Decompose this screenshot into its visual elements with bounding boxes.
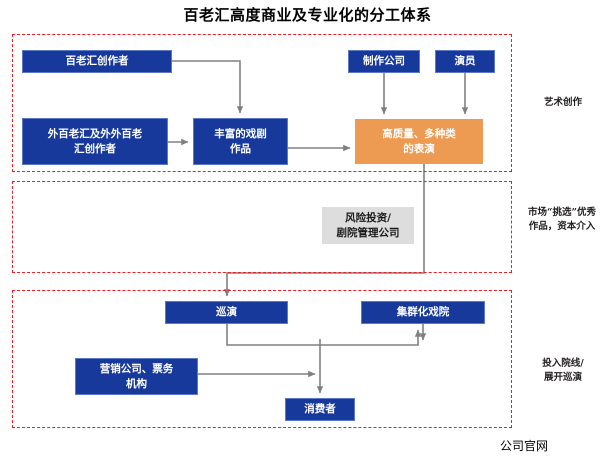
node-high-quality-performance[interactable]: 高质量、多种类 的表演 (355, 119, 483, 164)
node-consumers[interactable]: 消费者 (285, 398, 355, 421)
node-actors-label: 演员 (454, 55, 476, 68)
page-title: 百老汇高度商业及专业化的分工体系 (183, 6, 432, 24)
artistic-creation-band-label: 艺术创作 (543, 97, 582, 108)
node-clustered-theaters-label: 集群化戏院 (396, 306, 450, 319)
node-rich-drama-works[interactable]: 丰富的戏剧 作品 (193, 118, 288, 165)
node-marketing-and-ticketing[interactable]: 营销公司、票务 机构 (75, 358, 198, 395)
distribution-band (12, 290, 512, 428)
market-selection-band-label: 市场“挑选”优秀作品，资本介入 (528, 207, 596, 233)
node-high-quality-performance-label: 高质量、多种类 的表演 (382, 128, 456, 155)
node-marketing-and-ticketing-label: 营销公司、票务 机构 (99, 363, 174, 390)
node-off-broadway-creators-label: 外百老汇及外外百老 汇创作者 (47, 128, 143, 155)
distribution-band-label: 投入院线/展开巡演 (542, 358, 584, 384)
node-venture-capital-theater-management[interactable]: 风险投资/ 剧院管理公司 (322, 207, 414, 244)
node-off-broadway-creators[interactable]: 外百老汇及外外百老 汇创作者 (22, 118, 168, 165)
artistic-creation-band (12, 34, 512, 172)
node-production-company[interactable]: 制作公司 (348, 50, 420, 73)
node-rich-drama-works-label: 丰富的戏剧 作品 (214, 128, 267, 155)
node-venture-capital-theater-management-label: 风险投资/ 剧院管理公司 (336, 212, 400, 239)
node-clustered-theaters[interactable]: 集群化戏院 (361, 301, 485, 324)
node-broadway-creators[interactable]: 百老汇创作者 (22, 50, 172, 73)
node-consumers-label: 消费者 (304, 403, 336, 416)
node-actors[interactable]: 演员 (435, 50, 495, 73)
footer-source-label: 公司官网 (500, 439, 549, 453)
market-selection-band (12, 181, 512, 273)
node-production-company-label: 制作公司 (363, 55, 405, 68)
node-tour[interactable]: 巡演 (165, 301, 288, 324)
node-broadway-creators-label: 百老汇创作者 (65, 55, 129, 68)
node-tour-label: 巡演 (216, 306, 237, 319)
